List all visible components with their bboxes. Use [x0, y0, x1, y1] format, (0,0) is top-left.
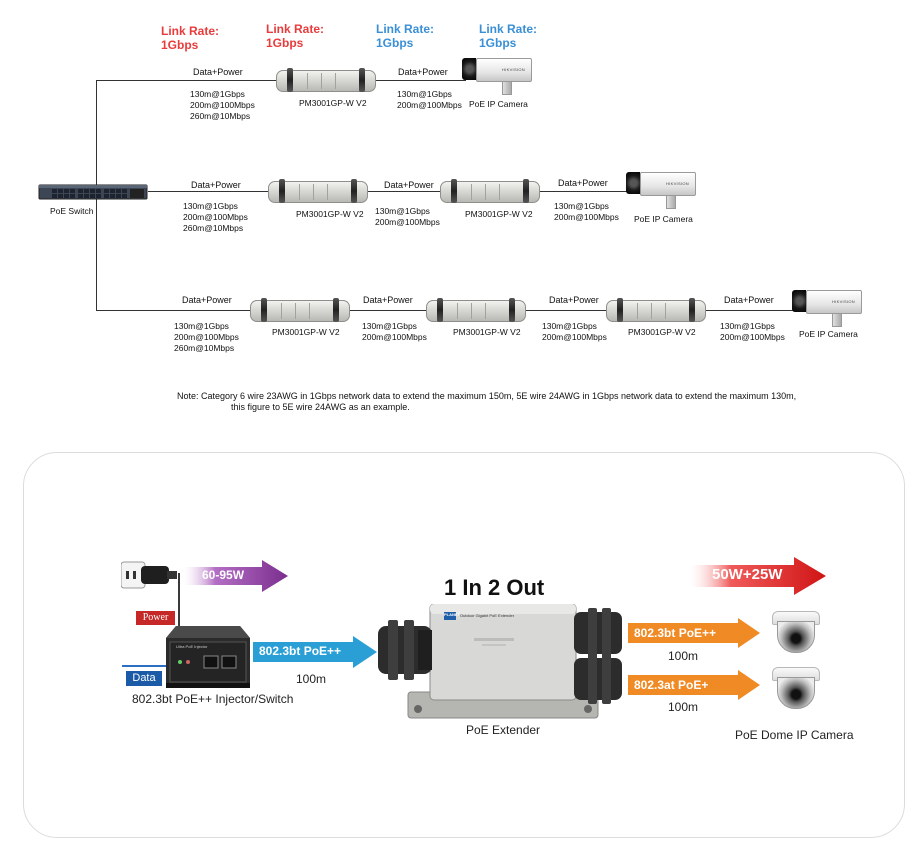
- output-arrow-2: 802.3at PoE+: [628, 670, 760, 700]
- output-1-standard: 802.3bt PoE++: [634, 626, 717, 640]
- injector-label: 802.3bt PoE++ Injector/Switch: [132, 692, 294, 706]
- row3-camera-label: PoE IP Camera: [799, 329, 858, 339]
- uplink-distance: 100m: [296, 672, 327, 686]
- row3-extender-2: [426, 298, 526, 322]
- row3-spec-1: 130m@1Gbps 200m@100Mbps 260m@10Mbps: [174, 321, 239, 353]
- power-plug-icon: [120, 561, 177, 589]
- link-rate-3: Link Rate: 1Gbps: [376, 22, 435, 50]
- input-power-range: 60-95W: [202, 568, 245, 582]
- row1-wire-b: [374, 80, 466, 81]
- row3-spec-3: 130m@1Gbps 200m@100Mbps: [542, 321, 607, 342]
- row2-camera-label: PoE IP Camera: [634, 214, 693, 224]
- row2-data-power-1: Data+Power: [191, 180, 241, 190]
- row3-camera: HIKVISION: [792, 288, 866, 327]
- output-2-distance: 100m: [668, 700, 699, 714]
- data-badge: Data: [126, 671, 162, 686]
- camera-lens-icon: [626, 172, 640, 194]
- row2-data-power-3: Data+Power: [558, 178, 608, 188]
- row3-spec-2: 130m@1Gbps 200m@100Mbps: [362, 321, 427, 342]
- row2-wire-a: [148, 191, 268, 192]
- row3-wire-a: [96, 310, 250, 311]
- camera-lens-icon: [462, 58, 476, 80]
- dome-camera-2-icon: [770, 667, 820, 709]
- dome-camera-label: PoE Dome IP Camera: [735, 728, 854, 742]
- camera-lens-icon: [792, 290, 806, 312]
- row3-wire-d: [704, 310, 796, 311]
- row3-wire-b: [348, 310, 426, 311]
- switch-label: PoE Switch: [50, 206, 94, 216]
- power-cord: [178, 573, 180, 633]
- row3-spec-4: 130m@1Gbps 200m@100Mbps: [720, 321, 785, 342]
- output-power-value: 50W+25W: [712, 566, 783, 583]
- data-line: [122, 665, 170, 667]
- power-badge: Power: [136, 611, 175, 625]
- row1-spec-1: 130m@1Gbps 200m@100Mbps 260m@10Mbps: [190, 89, 255, 121]
- row3-wire-c: [524, 310, 606, 311]
- row1-data-power-2: Data+Power: [398, 67, 448, 77]
- injector-face-title: Ultra PoE Injector: [176, 644, 208, 649]
- dome-camera-1-icon: [770, 611, 820, 653]
- row3-data-power-4: Data+Power: [724, 295, 774, 305]
- output-1-distance: 100m: [668, 649, 699, 663]
- row2-spec-1: 130m@1Gbps 200m@100Mbps 260m@10Mbps: [183, 201, 248, 233]
- row3-data-power-3: Data+Power: [549, 295, 599, 305]
- row1-camera-label: PoE IP Camera: [469, 99, 528, 109]
- row3-extender-3: [606, 298, 706, 322]
- poe-switch: [38, 183, 148, 201]
- extender-device-icon: [378, 603, 622, 719]
- output-arrow-1: 802.3bt PoE++: [628, 618, 760, 648]
- row1-extender: [276, 68, 376, 92]
- row1-extender-model: PM3001GP-W V2: [299, 98, 367, 108]
- link-rate-1: Link Rate: 1Gbps: [161, 24, 220, 52]
- link-rate-2: Link Rate: 1Gbps: [266, 22, 325, 50]
- poe-injector: Ultra PoE Injector: [166, 626, 250, 688]
- row2-spec-3: 130m@1Gbps 200m@100Mbps: [554, 201, 619, 222]
- row2-extender-2-model: PM3001GP-W V2: [465, 209, 533, 219]
- row1-wire-a: [96, 80, 276, 81]
- row3-extender-1: [250, 298, 350, 322]
- row2-data-power-2: Data+Power: [384, 180, 434, 190]
- injector-device-icon: [166, 626, 250, 688]
- output-power-arrow: 50W+25W: [690, 557, 826, 595]
- row3-extender-3-model: PM3001GP-W V2: [628, 327, 696, 337]
- poe-extender-device: PLANET Outdoor Gigabit PoE Extender: [374, 603, 636, 720]
- row3-data-power-1: Data+Power: [182, 295, 232, 305]
- row2-extender-1-model: PM3001GP-W V2: [296, 209, 364, 219]
- switch-device-icon: [38, 184, 148, 200]
- power-plug: [120, 560, 177, 590]
- row2-wire-b: [366, 191, 440, 192]
- link-rate-4: Link Rate: 1Gbps: [479, 22, 538, 50]
- extender-label: PoE Extender: [466, 723, 541, 737]
- row3-data-power-2: Data+Power: [363, 295, 413, 305]
- uplink-arrow: 802.3bt PoE++: [253, 636, 377, 668]
- output-2-standard: 802.3at PoE+: [634, 678, 709, 692]
- row3-extender-1-model: PM3001GP-W V2: [272, 327, 340, 337]
- row3-extender-2-model: PM3001GP-W V2: [453, 327, 521, 337]
- row2-spec-2: 130m@1Gbps 200m@100Mbps: [375, 206, 440, 227]
- uplink-standard: 802.3bt PoE++: [259, 644, 342, 658]
- input-power-arrow: 60-95W: [184, 560, 288, 592]
- row1-spec-2: 130m@1Gbps 200m@100Mbps: [397, 89, 462, 110]
- row1-data-power-1: Data+Power: [193, 67, 243, 77]
- row2-extender-2: [440, 179, 540, 203]
- page-title: 1 In 2 Out: [444, 575, 545, 600]
- row2-camera: HIKVISION: [626, 170, 700, 209]
- row2-wire-c: [538, 191, 630, 192]
- note-text: Note: Category 6 wire 23AWG in 1Gbps net…: [177, 391, 797, 412]
- extender-face-brand: PLANET: [444, 612, 460, 617]
- row1-camera: HIKVISION: [462, 56, 536, 95]
- row2-extender-1: [268, 179, 368, 203]
- extender-face-title: Outdoor Gigabit PoE Extender: [460, 613, 515, 618]
